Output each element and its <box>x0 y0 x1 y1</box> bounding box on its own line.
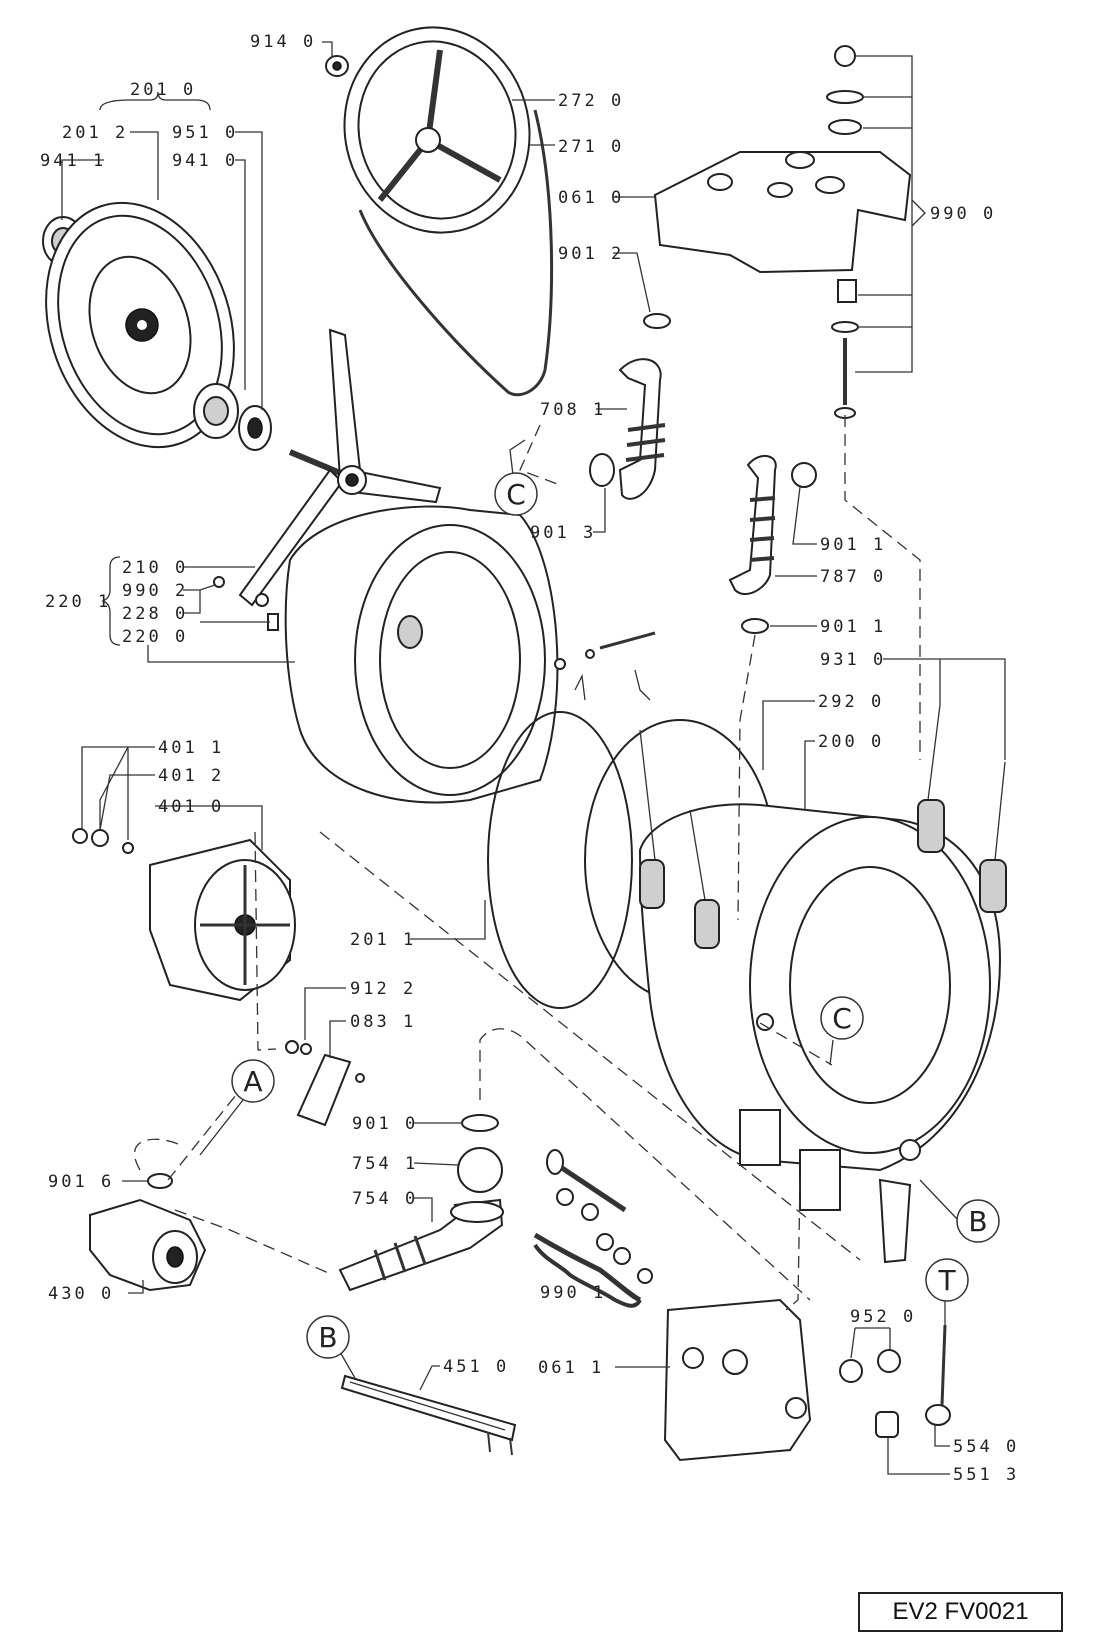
label-787-0: 787 0 <box>820 567 886 587</box>
part-clamp-901-2 <box>643 313 671 329</box>
leader-lines <box>61 41 1006 1475</box>
label-430-0: 430 0 <box>48 1284 114 1304</box>
label-754-0: 754 0 <box>352 1189 418 1209</box>
callout-b-tub: B <box>956 1199 1000 1243</box>
label-554-0: 554 0 <box>953 1437 1019 1457</box>
part-bracket-083-1 <box>296 1053 365 1127</box>
part-hose-708-1 <box>618 358 666 500</box>
label-931-0: 931 0 <box>820 650 886 670</box>
label-914-0: 914 0 <box>250 32 316 52</box>
part-ball-754-1 <box>457 1147 503 1193</box>
label-451-0: 451 0 <box>443 1357 509 1377</box>
label-272-0: 272 0 <box>558 91 624 111</box>
part-clamp-901-1 <box>741 618 769 634</box>
label-951-0: 951 0 <box>172 123 238 143</box>
part-gasket-201-1 <box>487 673 633 1009</box>
part-springs <box>639 704 1007 949</box>
svg-text:A: A <box>243 1065 262 1098</box>
drawing-code-text: EV2 FV0021 <box>892 1598 1029 1625</box>
label-912-2: 912 2 <box>350 979 416 999</box>
label-901-1-lower: 901 1 <box>820 617 886 637</box>
part-cap-914-0 <box>325 55 349 77</box>
part-clamp-901-0 <box>461 1114 499 1132</box>
label-061-1: 061 1 <box>538 1358 604 1378</box>
part-tub-200-0 <box>638 803 1002 1264</box>
label-201-0: 201 0 <box>130 80 196 100</box>
part-fasteners-990-2 <box>213 576 279 631</box>
svg-text:B: B <box>318 1321 337 1354</box>
label-292-0: 292 0 <box>818 692 884 712</box>
callout-b-heater: B <box>306 1315 350 1359</box>
label-228-0: 228 0 <box>122 604 188 624</box>
svg-text:B: B <box>968 1205 987 1238</box>
part-bearing-941-0 <box>193 383 239 439</box>
part-clamp-901-3 <box>589 453 615 487</box>
label-754-1: 754 1 <box>352 1154 418 1174</box>
label-708-1: 708 1 <box>540 400 606 420</box>
part-seals-952-0 <box>839 1349 901 1383</box>
part-belt-271-0 <box>358 109 554 397</box>
part-hose-787-0 <box>728 455 817 595</box>
label-901-0: 901 0 <box>352 1114 418 1134</box>
part-pulley-272-0 <box>343 26 531 234</box>
label-210-0: 210 0 <box>122 558 188 578</box>
part-rear-cover-201-2 <box>45 201 235 449</box>
label-990-2: 990 2 <box>122 581 188 601</box>
part-motor-401-0 <box>72 828 296 1002</box>
callout-t: T <box>925 1258 969 1302</box>
label-401-0: 401 0 <box>158 797 224 817</box>
part-hose-754-0 <box>338 1198 504 1292</box>
part-clamp-901-6 <box>147 1173 173 1189</box>
part-counterweight-061-0 <box>653 151 912 274</box>
label-901-3: 901 3 <box>530 523 596 543</box>
label-061-0: 061 0 <box>558 188 624 208</box>
part-heater-451-0 <box>340 1374 517 1456</box>
label-901-1-upper: 901 1 <box>820 535 886 555</box>
label-401-1: 401 1 <box>158 738 224 758</box>
label-901-6: 901 6 <box>48 1172 114 1192</box>
part-counterweight-061-1 <box>663 1298 812 1462</box>
label-952-0: 952 0 <box>850 1307 916 1327</box>
label-401-2: 401 2 <box>158 766 224 786</box>
label-990-0: 990 0 <box>930 204 996 224</box>
label-201-1: 201 1 <box>350 930 416 950</box>
label-220-1: 220 1 <box>45 592 111 612</box>
callout-c-top: C <box>494 472 538 516</box>
svg-text:T: T <box>937 1264 956 1297</box>
label-220-0: 220 0 <box>122 627 188 647</box>
label-941-1: 941 1 <box>40 151 106 171</box>
part-pump-430-0 <box>89 1198 207 1292</box>
label-200-0: 200 0 <box>818 732 884 752</box>
label-990-1: 990 1 <box>540 1283 606 1303</box>
part-sensor-551-3 <box>875 1411 899 1438</box>
label-941-0: 941 0 <box>172 151 238 171</box>
part-ntc-554-0 <box>925 1324 951 1426</box>
svg-text:C: C <box>506 478 526 511</box>
label-551-3: 551 3 <box>953 1465 1019 1485</box>
label-901-2: 901 2 <box>558 244 624 264</box>
callout-a: A <box>231 1059 275 1103</box>
assembly-dashed-lines <box>133 415 921 1311</box>
part-drum-220-0 <box>284 505 559 804</box>
svg-text:C: C <box>832 1002 852 1035</box>
drawing-code-box: EV2 FV0021 <box>858 1592 1063 1632</box>
part-spider-210-0 <box>238 328 442 607</box>
label-201-2: 201 2 <box>62 123 128 143</box>
part-bolt-kit-990-1 <box>533 1149 653 1303</box>
label-271-0: 271 0 <box>558 137 624 157</box>
part-bolt <box>554 631 656 670</box>
part-screw-912-2 <box>285 1040 312 1055</box>
part-number-labels: 914 0 201 0 201 2 951 0 941 1 941 0 272 … <box>40 32 1019 1485</box>
callout-c-tub: C <box>820 996 864 1040</box>
label-083-1: 083 1 <box>350 1012 416 1032</box>
part-seal-951-0 <box>238 405 272 451</box>
part-fastener-stack-990-0 <box>826 45 864 419</box>
